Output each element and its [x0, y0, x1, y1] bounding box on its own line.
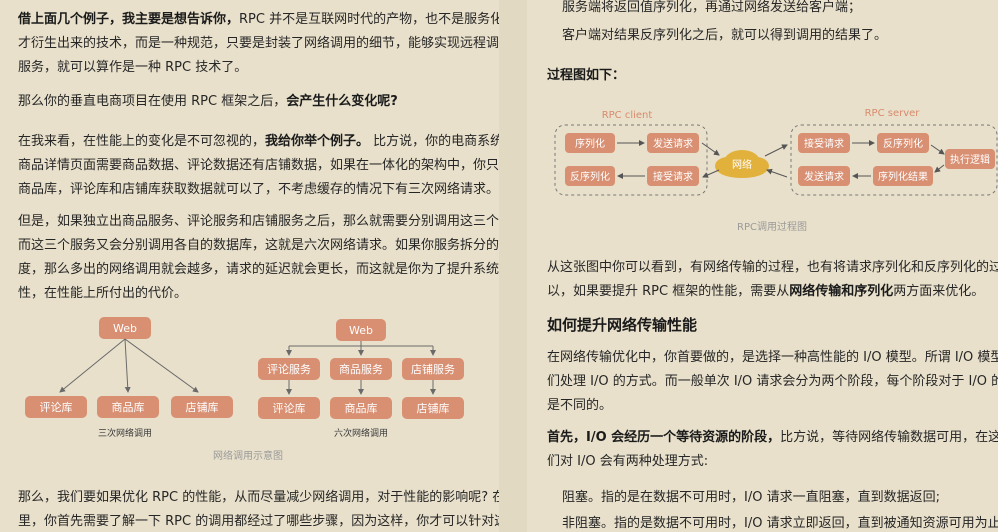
rpc-process-diagram: RPC client 序列化 发送请求 反序列化 接受请求 网络 RPC ser… — [554, 108, 998, 233]
client-serialize-label: 序列化 — [575, 137, 605, 150]
product-svc-label: 商品服务 — [339, 362, 383, 376]
rpc-server-label: RPC server — [865, 108, 921, 119]
paragraph-1: 借上面几个例子，我主要是想告诉你，RPC 并不是互联网时代的产物，也不是服务化之… — [18, 12, 499, 75]
paragraph-c: 首先，I/O 会经历一个等待资源的阶段，比方说，等待网络传输数据可用，在这个过程… — [547, 430, 998, 469]
non-blocking-item: 非阻塞。指的是数据不可用时，I/O 请求立即返回，直到被通知资源可用为止。 — [562, 516, 998, 531]
section-heading: 如何提升网络传输性能 — [547, 316, 698, 334]
comment-db-node-2 — [258, 397, 320, 419]
shop-db-2-label: 店铺库 — [417, 401, 450, 415]
comment-db-2-label: 评论库 — [273, 401, 306, 415]
client-recv-label: 接受请求 — [653, 170, 693, 183]
paragraph-b: 在网络传输优化中，你首要做的，是选择一种高性能的 I/O 模型。所谓 I/O 模… — [547, 350, 998, 413]
right-column: 服务端将返回值序列化，再通过网络发送给客户端； 客户端对结果反序列化之后，就可以… — [527, 0, 998, 532]
client-group — [554, 124, 708, 196]
blocking-item: 阻塞。指的是在数据不可用时，I/O 请求一直阻塞，直到数据返回; — [562, 490, 940, 505]
three-calls-caption: 三次网络调用 — [98, 427, 152, 439]
left-column: 借上面几个例子，我主要是想告诉你，RPC 并不是互联网时代的产物，也不是服务化之… — [18, 12, 499, 529]
client-recv-node — [647, 166, 699, 186]
server-recv-label: 接受请求 — [804, 137, 844, 150]
client-send-label: 发送请求 — [653, 137, 693, 150]
six-calls-caption: 六次网络调用 — [334, 427, 388, 439]
network-label: 网络 — [732, 158, 752, 171]
network-call-diagram: Web 评论库 商品库 店铺库 三次网络调用 Web 评论服务 商品服务 — [25, 317, 464, 462]
comment-db-label: 评论库 — [40, 400, 73, 414]
client-send-node — [647, 133, 699, 153]
shop-svc-label: 店铺服务 — [411, 362, 455, 376]
execute-logic-node — [945, 149, 995, 169]
product-svc-node — [330, 358, 392, 380]
server-send-label: 发送请求 — [804, 170, 844, 183]
product-db-node — [97, 396, 159, 418]
product-db-2-label: 商品库 — [345, 401, 378, 415]
comment-db-node — [25, 396, 87, 418]
shop-svc-node — [402, 358, 464, 380]
paragraph-3: 在我来看，在性能上的变化是不可忽视的，我给你举个例子。 比方说，你的电商系统中，… — [18, 134, 499, 197]
server-serialize-label: 序列化结果 — [878, 170, 928, 183]
server-recv-node — [798, 133, 850, 153]
server-deserialize-label: 反序列化 — [883, 137, 923, 150]
shop-db-node-2 — [402, 397, 464, 419]
rpc-client-label: RPC client — [602, 110, 653, 121]
web-node-label: Web — [113, 322, 137, 335]
shop-db-node — [171, 396, 233, 418]
paragraph-4: 但是，如果独立出商品服务、评论服务和店铺服务之后，那么就需要分别调用这三个服务，… — [18, 214, 499, 301]
product-db-node-2 — [330, 397, 392, 419]
comment-svc-label: 评论服务 — [267, 362, 311, 376]
client-deserialize-line: 客户端对结果反序列化之后，就可以得到调用的结果了。 — [562, 28, 888, 43]
shop-db-label: 店铺库 — [186, 400, 219, 414]
column-gutter — [499, 0, 527, 532]
network-cloud-icon — [715, 150, 769, 178]
rpc-diagram-caption: RPC调用过程图 — [737, 220, 807, 233]
three-call-diagram: Web 评论库 商品库 店铺库 三次网络调用 — [25, 317, 233, 439]
execute-logic-label: 执行逻辑 — [950, 153, 990, 166]
server-group — [790, 124, 998, 196]
web-node-2 — [336, 319, 386, 341]
diagram-caption: 网络调用示意图 — [213, 449, 283, 462]
client-deserialize-node — [565, 166, 615, 186]
server-return-line: 服务端将返回值序列化，再通过网络发送给客户端； — [562, 0, 862, 15]
web-node — [99, 317, 151, 339]
paragraph-2: 那么你的垂直电商项目在使用 RPC 框架之后，会产生什么变化呢? — [18, 94, 398, 109]
paragraph-5: 那么，我们要如果优化 RPC 的性能，从而尽量减少网络调用，对于性能的影响呢? … — [18, 490, 499, 529]
process-title: 过程图如下： — [547, 68, 626, 83]
client-deserialize-label: 反序列化 — [570, 170, 610, 183]
product-db-label: 商品库 — [112, 400, 145, 414]
server-deserialize-node — [877, 133, 929, 153]
server-send-node — [798, 166, 850, 186]
paragraph-a: 从这张图中你可以看到，有网络传输的过程，也有将请求序列化和反序列化的过程， 所 … — [547, 260, 998, 299]
six-call-diagram: Web 评论服务 商品服务 店铺服务 评论库 商品库 店铺库 六次网络调用 — [258, 319, 464, 439]
comment-svc-node — [258, 358, 320, 380]
client-serialize-node — [565, 133, 615, 153]
web-node-2-label: Web — [349, 324, 373, 337]
server-serialize-node — [873, 166, 933, 186]
